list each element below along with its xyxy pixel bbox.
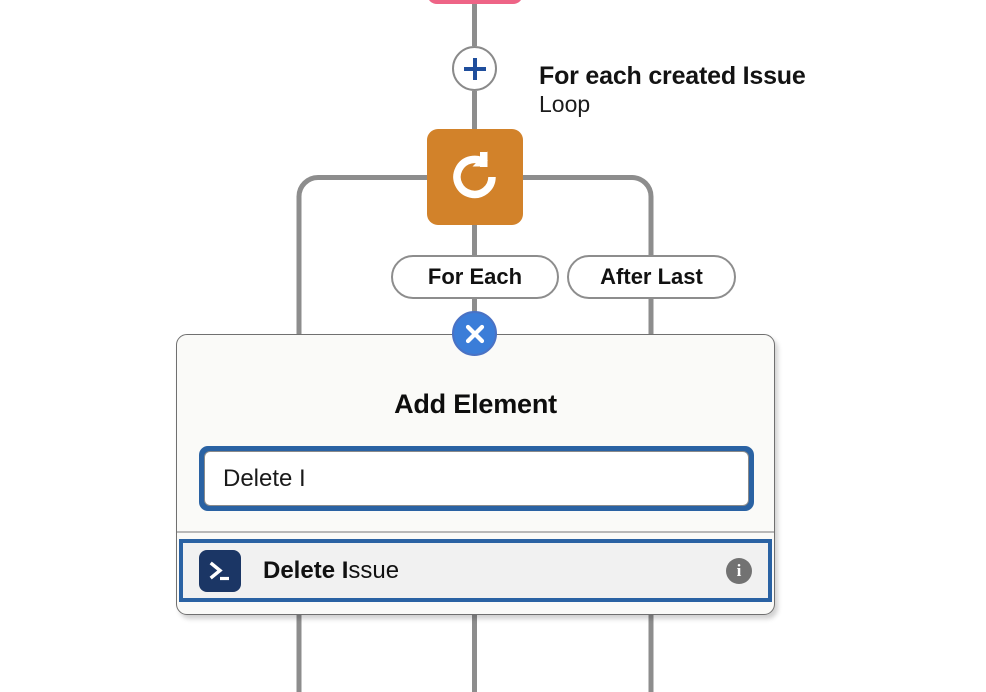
- loop-node-caption: For each created Issue Loop: [539, 62, 806, 118]
- search-input[interactable]: [204, 451, 749, 506]
- dialog-divider: [177, 531, 774, 533]
- previous-step-node[interactable]: [427, 0, 523, 4]
- close-x-icon: [463, 322, 487, 346]
- result-item-label: Delete Issue: [263, 557, 399, 585]
- add-step-button[interactable]: [452, 46, 497, 91]
- result-match-text: Delete I: [263, 556, 349, 584]
- loop-node[interactable]: [427, 129, 523, 225]
- plus-icon: [462, 56, 488, 82]
- branch-pill-for-each[interactable]: For Each: [391, 255, 559, 299]
- terminal-icon: [199, 549, 241, 592]
- search-field-wrapper: [199, 446, 754, 511]
- result-item-delete-issue[interactable]: Delete Issue i: [179, 539, 772, 602]
- loop-refresh-icon: [445, 147, 505, 207]
- loop-node-subtitle: Loop: [539, 91, 591, 117]
- close-dialog-button[interactable]: [452, 311, 497, 356]
- branch-pill-after-last[interactable]: After Last: [567, 255, 736, 299]
- result-rest-text: ssue: [348, 556, 400, 584]
- loop-node-title: For each created Issue: [539, 62, 806, 90]
- add-element-dialog: Add Element Delete Issue i: [176, 334, 775, 615]
- info-icon[interactable]: i: [726, 557, 752, 584]
- dialog-title: Add Element: [394, 389, 557, 419]
